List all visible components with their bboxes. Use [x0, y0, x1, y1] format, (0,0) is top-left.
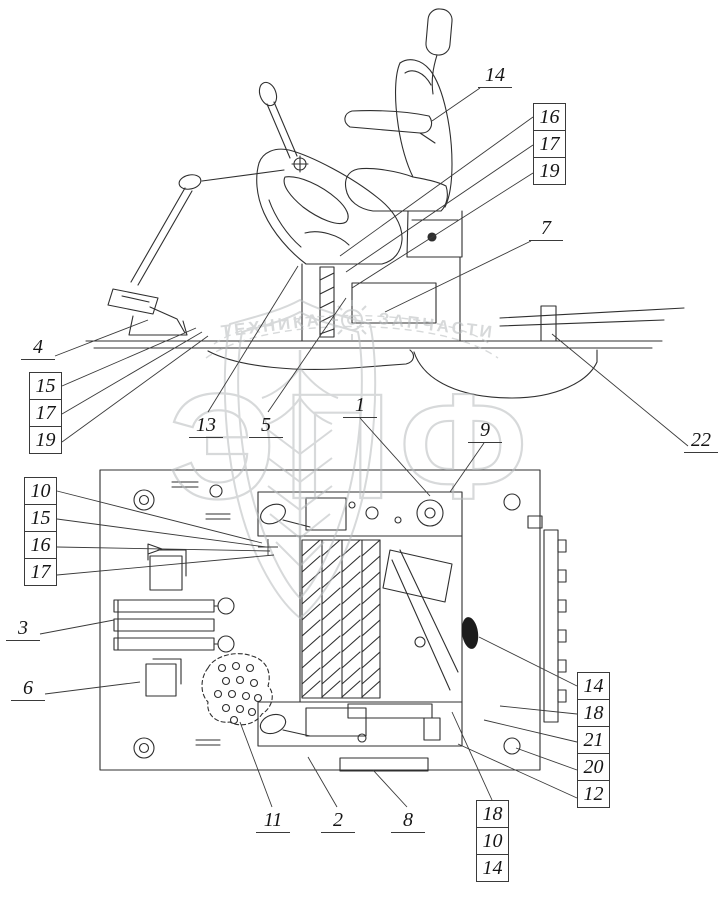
callout-10-plan: 10 [24, 477, 57, 505]
callout-15-plan: 15 [24, 503, 57, 532]
watermark: ЭПФ ТЕХНИКА ЗАПЧАСТИ [168, 298, 536, 620]
watermark-left-text: ТЕХНИКА [220, 310, 323, 341]
callout-4: 4 [21, 334, 55, 360]
callout-stack-pedal: 15 17 19 [29, 372, 62, 454]
callout-17-seat: 17 [533, 129, 566, 158]
perforated-mat [201, 653, 273, 726]
callout-16-seat: 16 [533, 103, 566, 131]
callout-14-bottom: 14 [476, 853, 509, 882]
callout-3: 3 [6, 615, 40, 641]
callout-18-right: 18 [577, 698, 610, 727]
callout-1: 1 [343, 392, 377, 418]
callout-stack-plan-left: 10 15 16 17 [24, 477, 57, 586]
left-bracket-upper [147, 543, 187, 591]
seat-mechanism-plan [257, 491, 479, 772]
plan-view-drawing [99, 469, 567, 772]
callout-stack-seat: 16 17 19 [533, 103, 566, 185]
callout-17-pedal: 17 [29, 398, 62, 427]
callout-19-seat: 19 [533, 156, 566, 185]
callout-14-right: 14 [577, 672, 610, 700]
watermark-brand-text: ЭПФ [169, 362, 536, 530]
callout-6: 6 [11, 675, 45, 701]
callout-5: 5 [249, 412, 283, 438]
callout-12-right: 12 [577, 779, 610, 808]
callout-10-bottom: 10 [476, 826, 509, 855]
side-view-drawing [85, 8, 685, 399]
callout-7: 7 [529, 215, 563, 241]
callout-15-pedal: 15 [29, 372, 62, 400]
watermark-right-text: ЗАПЧАСТИ [377, 309, 496, 342]
callout-stack-plan-bottom: 18 10 14 [476, 800, 509, 882]
pedal-assembly [107, 288, 188, 336]
floor-plate [99, 469, 541, 771]
callout-21-right: 21 [577, 725, 610, 754]
callout-stack-plan-right: 14 18 21 20 12 [577, 672, 610, 808]
callout-20-right: 20 [577, 752, 610, 781]
slide-rails [113, 597, 235, 653]
joystick-lever [258, 81, 309, 173]
operator-seat [344, 59, 463, 258]
leader-lines [39, 87, 689, 808]
callout-17-plan: 17 [24, 557, 57, 586]
callout-13: 13 [189, 412, 223, 438]
callout-14-armrest: 14 [478, 62, 512, 88]
callout-16-plan: 16 [24, 530, 57, 559]
callout-11: 11 [256, 807, 290, 833]
callout-2: 2 [321, 807, 355, 833]
shield-emblem [223, 298, 377, 620]
callout-18-bottom: 18 [476, 800, 509, 828]
callout-9: 9 [468, 417, 502, 443]
crosshair-marker [258, 539, 278, 555]
left-bracket-lower [145, 658, 182, 697]
control-console [256, 148, 403, 265]
right-edge-connectors [527, 515, 567, 723]
callout-19-pedal: 19 [29, 425, 62, 454]
callout-8: 8 [391, 807, 425, 833]
hand-control-lever [130, 169, 285, 286]
knob-oval [461, 617, 479, 649]
callout-22: 22 [684, 427, 718, 453]
